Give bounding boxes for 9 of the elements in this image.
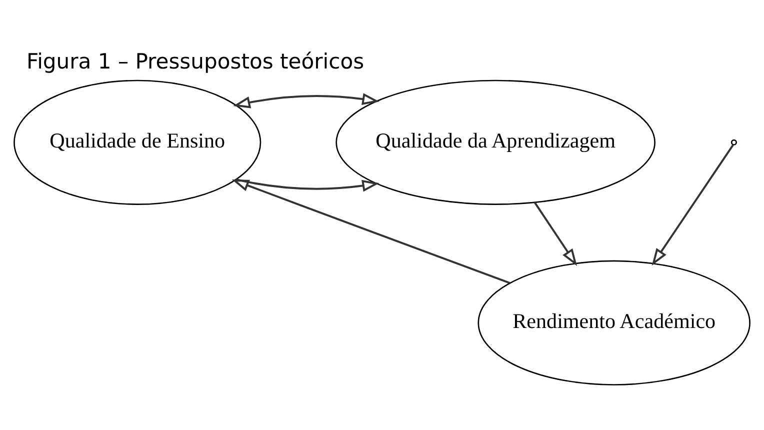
diagram-title: Figura 1 – Pressupostos teóricos: [26, 48, 364, 73]
arrow: [233, 92, 380, 108]
node-ellipse: Rendimento Académico: [478, 260, 750, 385]
node-ellipse: Qualidade de Ensino: [14, 79, 262, 204]
arrow: [232, 178, 510, 284]
arrow: [534, 201, 578, 266]
node-ellipse: Qualidade da Aprendizagem: [336, 79, 656, 204]
arrow: [236, 178, 380, 192]
arrow: [652, 144, 734, 266]
